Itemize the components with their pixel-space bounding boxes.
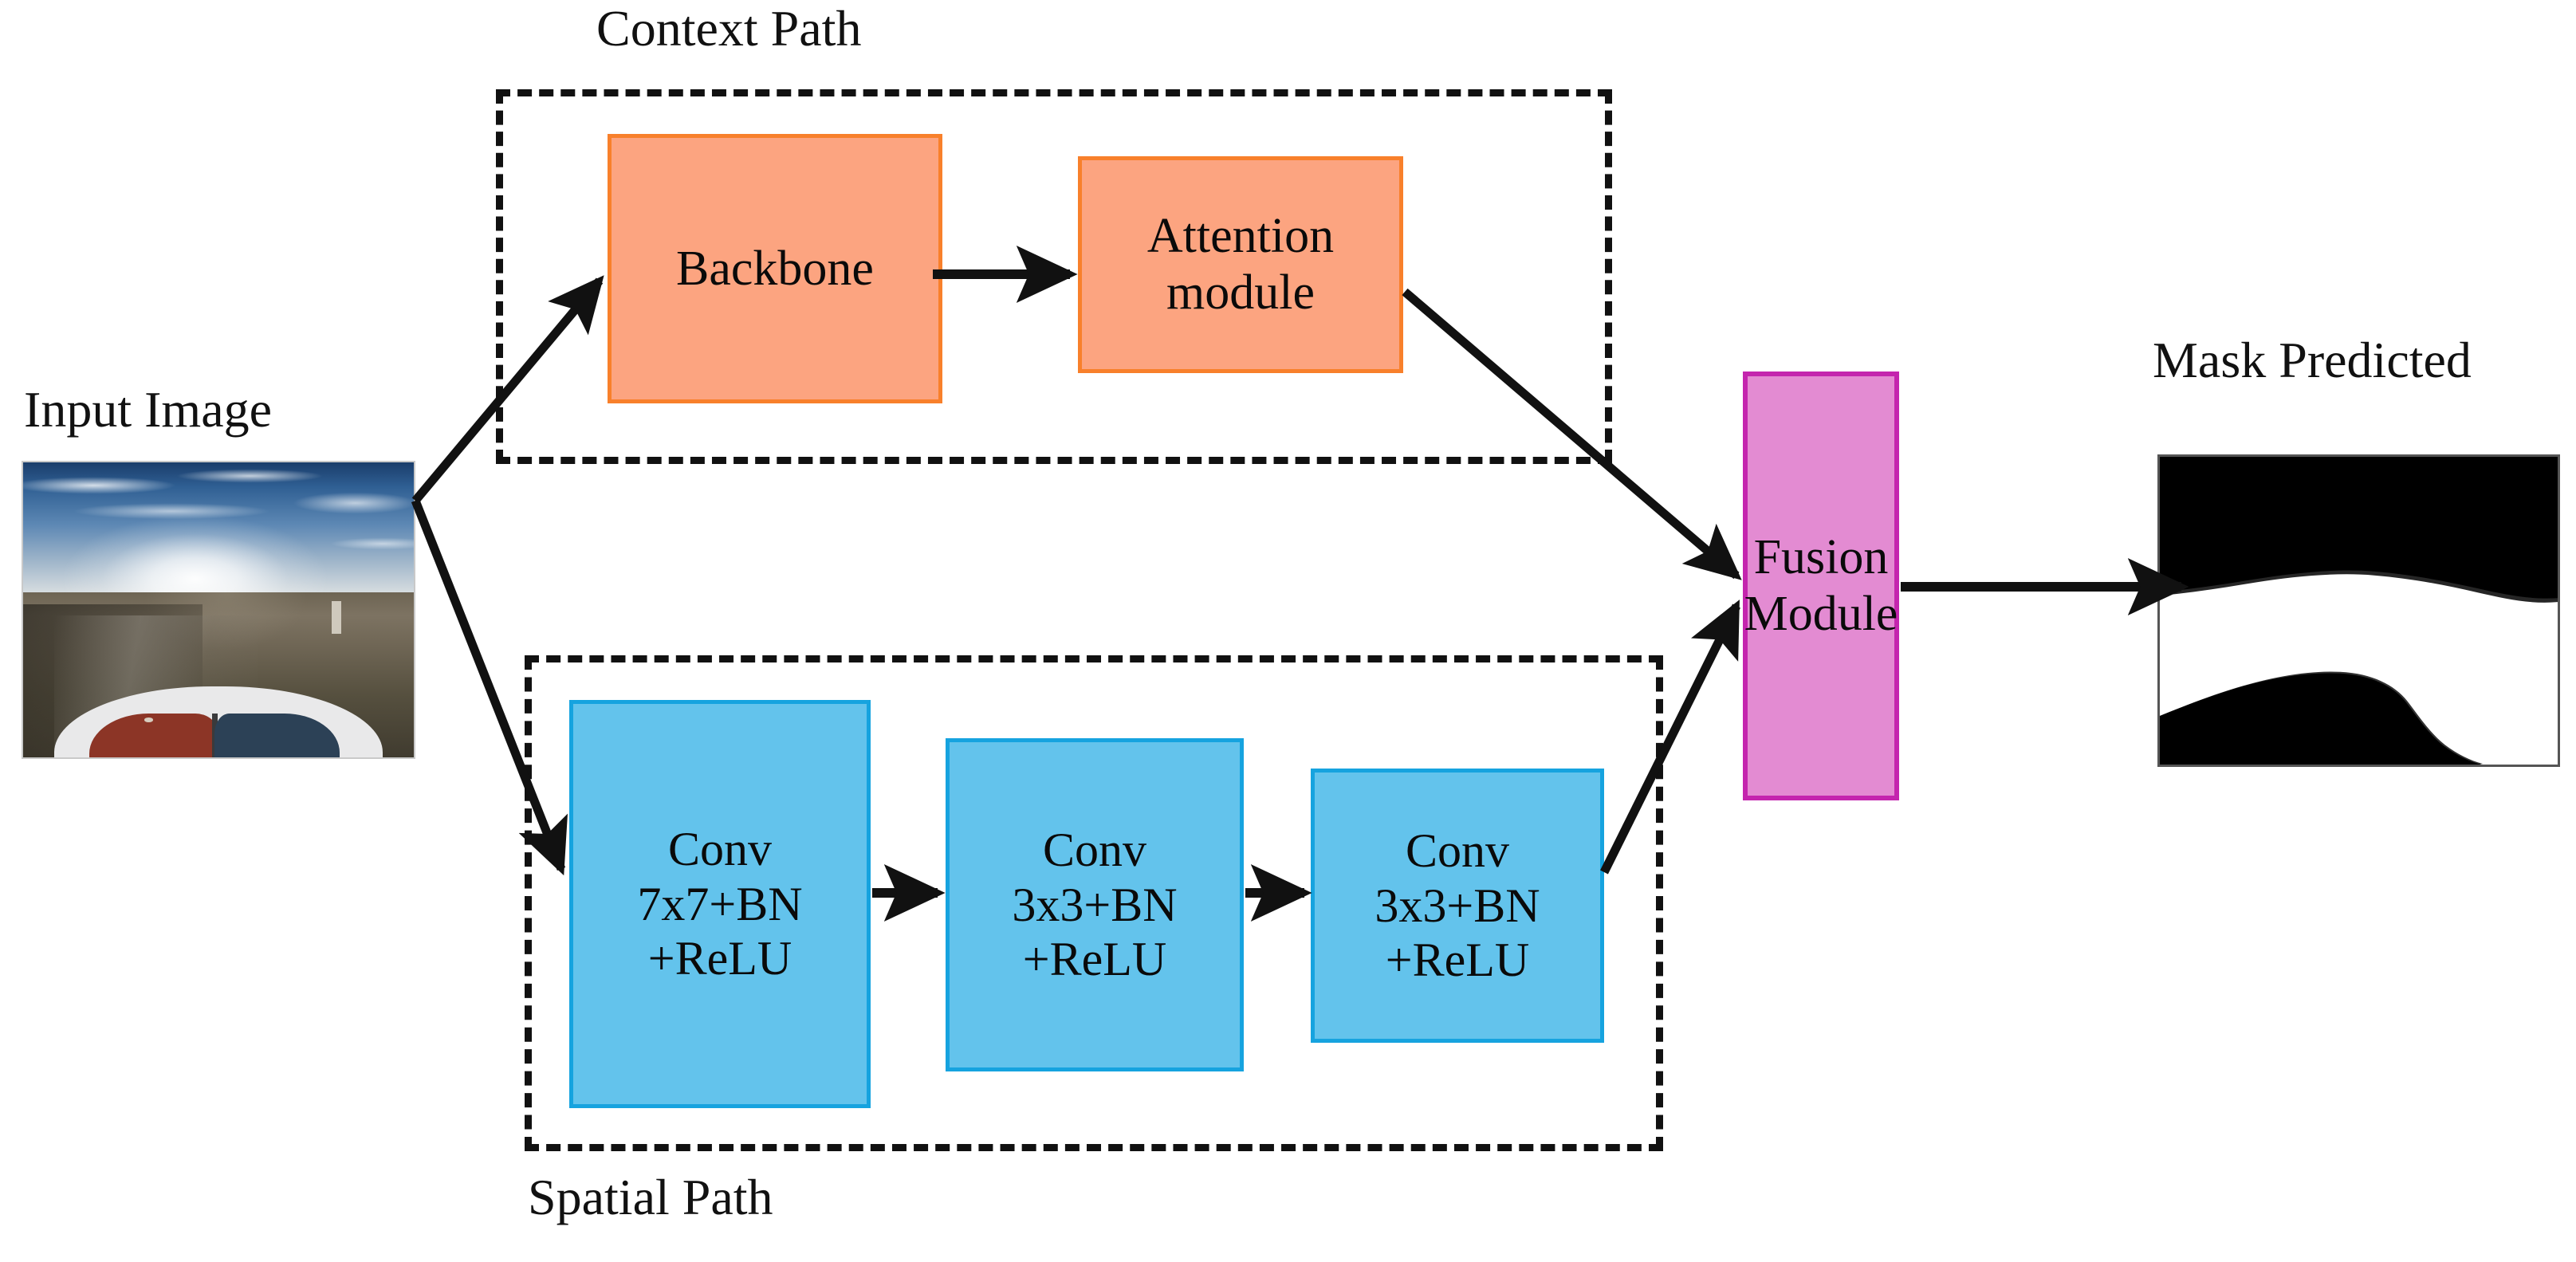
photo-clouds <box>23 462 414 599</box>
photo-hood-seam <box>211 713 218 757</box>
mask-predicted-label: Mask Predicted <box>2153 332 2472 388</box>
context-path-title: Context Path <box>596 0 862 57</box>
input-image-label: Input Image <box>24 381 272 438</box>
input-image-thumbnail <box>22 461 415 759</box>
context-path-group <box>496 89 1612 464</box>
mask-hood-region <box>2160 671 2484 765</box>
photo-hood-marker <box>144 717 153 722</box>
conv-7x7-box[interactable]: Conv 7x7+BN +ReLU <box>569 700 871 1108</box>
mask-predicted-thumbnail <box>2157 454 2560 767</box>
spatial-path-group <box>525 655 1663 1151</box>
conv-3x3-box-2[interactable]: Conv 3x3+BN +ReLU <box>1311 769 1604 1043</box>
conv-3x3-box-1[interactable]: Conv 3x3+BN +ReLU <box>946 738 1244 1071</box>
photo-post <box>332 600 341 634</box>
fusion-module-box[interactable]: Fusion Module <box>1743 372 1899 800</box>
attention-module-box[interactable]: Attention module <box>1078 156 1403 373</box>
backbone-box[interactable]: Backbone <box>608 134 942 403</box>
mask-sky-region <box>2160 457 2558 603</box>
spatial-path-title: Spatial Path <box>528 1169 773 1225</box>
